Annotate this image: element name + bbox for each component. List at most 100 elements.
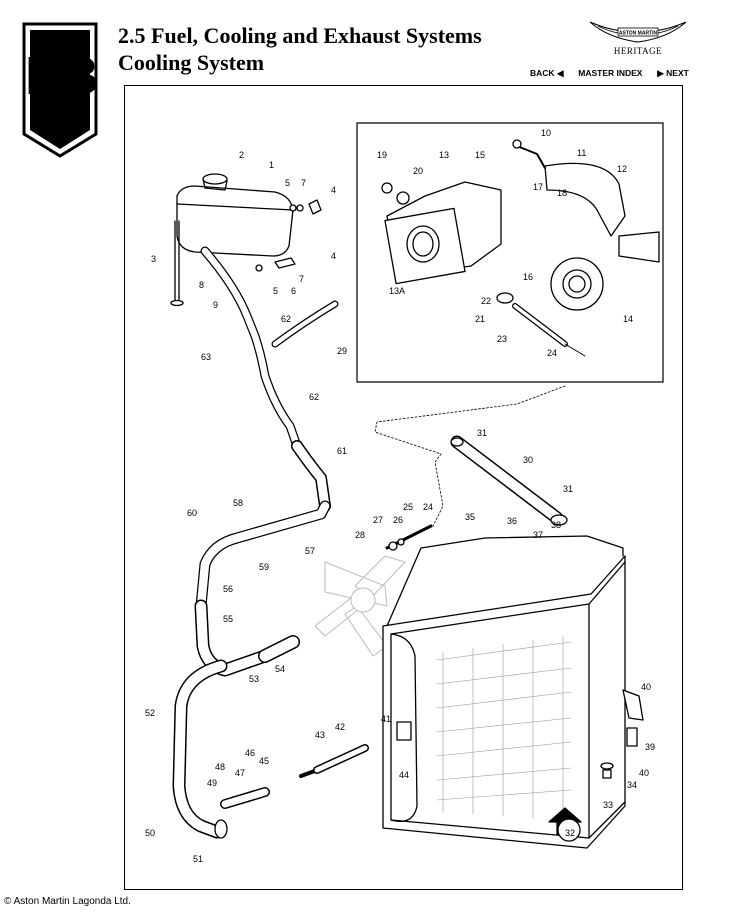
callout-9: 9 (213, 300, 218, 310)
title-line-1: 2.5 Fuel, Cooling and Exhaust Systems (118, 23, 482, 48)
callout-59: 59 (259, 562, 269, 572)
next-arrow-icon: ▶ (657, 68, 664, 78)
callout-40a: 40 (641, 682, 651, 692)
callout-58: 58 (233, 498, 243, 508)
callout-24b: 24 (423, 502, 433, 512)
callout-3: 3 (151, 254, 156, 264)
callout-28: 28 (355, 530, 365, 540)
title-line-2: Cooling System (118, 50, 265, 75)
callout-31b: 31 (563, 484, 573, 494)
callout-61: 61 (337, 446, 347, 456)
db6-logo: DB 6 (22, 22, 98, 158)
callout-53: 53 (249, 674, 259, 684)
callout-49: 49 (207, 778, 217, 788)
callout-10: 10 (541, 128, 551, 138)
callout-18: 18 (557, 188, 567, 198)
callout-57: 57 (305, 546, 315, 556)
callout-8: 8 (199, 280, 204, 290)
callout-7a: 7 (301, 178, 306, 188)
thermostat-inset-box (356, 122, 664, 383)
header-tank (176, 185, 294, 257)
callout-25: 25 (403, 502, 413, 512)
callout-13: 13 (439, 150, 449, 160)
callout-40b: 40 (639, 768, 649, 778)
callout-38: 38 (551, 520, 561, 530)
logo-text-6: 6 (46, 96, 75, 154)
callout-37: 37 (533, 530, 543, 540)
heritage-label: HERITAGE (613, 46, 663, 56)
callout-14: 14 (623, 314, 633, 324)
callout-43: 43 (315, 730, 325, 740)
callout-60: 60 (187, 508, 197, 518)
callout-51: 51 (193, 854, 203, 864)
callout-4b: 4 (331, 251, 336, 261)
callout-50: 50 (145, 828, 155, 838)
callout-22: 22 (481, 296, 491, 306)
callout-5b: 5 (273, 286, 278, 296)
callout-5a: 5 (285, 178, 290, 188)
callout-62b: 62 (309, 392, 319, 402)
callout-15: 15 (475, 150, 485, 160)
back-link[interactable]: BACK ◀ (530, 68, 563, 78)
callout-46: 46 (245, 748, 255, 758)
callout-30: 30 (523, 455, 533, 465)
filler-cap (202, 173, 228, 185)
callout-39: 39 (645, 742, 655, 752)
callout-27: 27 (373, 515, 383, 525)
callout-63: 63 (201, 352, 211, 362)
callout-35: 35 (465, 512, 475, 522)
nav-bar: BACK ◀ MASTER INDEX ▶ NEXT (530, 68, 689, 79)
next-link[interactable]: ▶ NEXT (657, 68, 689, 78)
callout-45: 45 (259, 756, 269, 766)
drain-cap (214, 819, 228, 839)
callout-23: 23 (497, 334, 507, 344)
callout-4a: 4 (331, 185, 336, 195)
aston-martin-wings-logo: ASTON MARTIN (589, 21, 687, 43)
callout-36: 36 (507, 516, 517, 526)
radiator (382, 555, 626, 849)
callout-7b: 7 (299, 274, 304, 284)
callout-24a: 24 (547, 348, 557, 358)
callout-16: 16 (523, 272, 533, 282)
copyright-text: © Aston Martin Lagonda Ltd. (4, 896, 131, 907)
callout-41: 41 (381, 714, 391, 724)
callout-2: 2 (239, 150, 244, 160)
callout-6: 6 (291, 286, 296, 296)
callout-47: 47 (235, 768, 245, 778)
callout-48: 48 (215, 762, 225, 772)
callout-21: 21 (475, 314, 485, 324)
back-arrow-icon: ◀ (556, 68, 564, 78)
logo-text-db: DB (25, 46, 97, 106)
callout-52: 52 (145, 708, 155, 718)
callout-19: 19 (377, 150, 387, 160)
callout-29: 29 (337, 346, 347, 356)
callout-56: 56 (223, 584, 233, 594)
callout-54: 54 (275, 664, 285, 674)
callout-32: 32 (565, 828, 575, 838)
page-title: 2.5 Fuel, Cooling and Exhaust Systems Co… (118, 22, 482, 76)
callout-34: 34 (627, 780, 637, 790)
callout-33: 33 (603, 800, 613, 810)
callout-12: 12 (617, 164, 627, 174)
brand-text: ASTON MARTIN (619, 31, 658, 37)
callout-20: 20 (413, 166, 423, 176)
radiator-core (436, 635, 572, 823)
cooling-system-diagram: 1 2 3 4 4 5 5 6 7 7 8 9 10 11 12 13 13A … (145, 122, 664, 864)
radiator-cowl (386, 535, 624, 627)
callout-labels: 1 2 3 4 4 5 5 6 7 7 8 9 10 11 12 13 13A … (145, 128, 655, 864)
callout-44: 44 (399, 770, 409, 780)
diagram-frame: 1 2 3 4 4 5 5 6 7 7 8 9 10 11 12 13 13A … (124, 85, 683, 890)
callout-31a: 31 (477, 428, 487, 438)
callout-26: 26 (393, 515, 403, 525)
callout-17: 17 (533, 182, 543, 192)
next-label: NEXT (666, 68, 689, 78)
callout-62a: 62 (281, 314, 291, 324)
callout-11: 11 (577, 148, 586, 158)
water-elbow (544, 162, 626, 237)
thermostat (550, 257, 604, 311)
callout-13a: 13A (389, 286, 405, 296)
callout-42: 42 (335, 722, 345, 732)
callout-1: 1 (269, 160, 274, 170)
fan (314, 555, 406, 657)
master-index-link[interactable]: MASTER INDEX (578, 68, 643, 78)
